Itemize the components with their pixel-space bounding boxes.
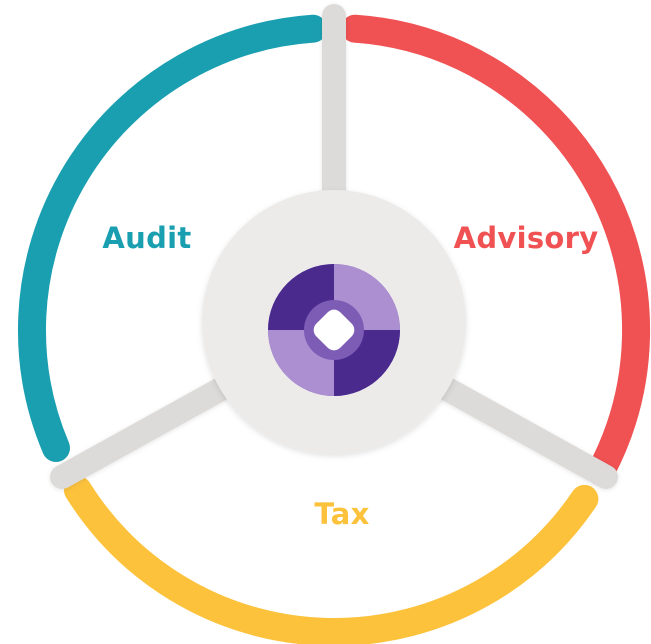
tax-arc xyxy=(63,476,599,644)
tax-label: Tax xyxy=(314,497,369,531)
advisory-label: Advisory xyxy=(454,221,599,255)
circular-swirl-logo-icon xyxy=(268,264,400,396)
audit-arc xyxy=(18,14,327,462)
audit-label: Audit xyxy=(102,221,191,255)
spoke-bottom-right xyxy=(426,372,618,489)
spoke-bottom-left xyxy=(50,372,242,489)
advisory-arc xyxy=(341,14,651,486)
